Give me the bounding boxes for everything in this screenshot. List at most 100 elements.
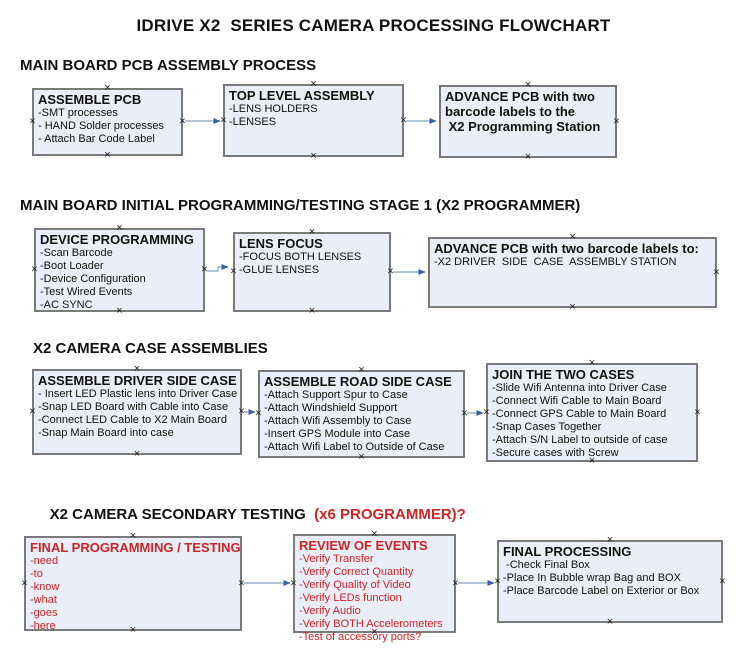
connection-point-icon bbox=[588, 457, 597, 466]
connection-point-icon bbox=[28, 118, 37, 127]
box-line: -LENS HOLDERS bbox=[229, 103, 318, 115]
box-line: -to bbox=[30, 568, 43, 580]
section-header-secondary-testing: X2 CAMERA SECONDARY TESTING (x6 PROGRAMM… bbox=[33, 489, 466, 540]
connection-point-icon bbox=[370, 530, 379, 539]
box-line: -Connect LED Cable to X2 Main Board bbox=[38, 414, 227, 426]
box-line: -Attach Windshield Support bbox=[264, 402, 398, 414]
box-top-level-assembly: TOP LEVEL ASSEMBLY -LENS HOLDERS -LENSES bbox=[223, 84, 404, 157]
section-header-case-assemblies: X2 CAMERA CASE ASSEMBLIES bbox=[33, 340, 268, 357]
box-line: - Attach Bar Code Label bbox=[38, 133, 155, 145]
box-line: -Snap Main Board into case bbox=[38, 427, 174, 439]
connection-point-icon bbox=[693, 408, 702, 417]
box-line: -SMT processes bbox=[38, 107, 118, 119]
connection-point-icon bbox=[386, 268, 395, 277]
box-final-programming-testing: FINAL PROGRAMMING / TESTING -need -to -k… bbox=[24, 536, 242, 632]
box-title: LENS FOCUS bbox=[239, 236, 323, 251]
box-line: -what bbox=[30, 594, 57, 606]
connection-point-icon bbox=[28, 408, 37, 417]
box-line: -Insert GPS Module into Case bbox=[264, 428, 411, 440]
arrow-device-to-lensfocus bbox=[207, 264, 229, 272]
box-advance-pcb-programming-station: ADVANCE PCB with two barcode labels to t… bbox=[439, 85, 617, 158]
connection-point-icon bbox=[129, 532, 138, 541]
box-line: -Attach S/N Label to outside of case bbox=[492, 434, 668, 446]
connection-point-icon bbox=[289, 579, 298, 588]
connection-point-icon bbox=[308, 228, 317, 237]
connection-point-icon bbox=[712, 268, 721, 277]
box-line: -X2 DRIVER SIDE CASE ASSEMBLY STATION bbox=[434, 256, 677, 268]
connection-point-icon bbox=[129, 626, 138, 635]
box-assemble-driver-side-case: ASSEMBLE DRIVER SIDE CASE - Insert LED P… bbox=[32, 369, 242, 455]
box-line: -Place Barcode Label on Exterior or Box bbox=[503, 585, 700, 597]
box-title: FINAL PROCESSING bbox=[503, 544, 632, 559]
connection-point-icon bbox=[237, 408, 246, 417]
box-line: -Check Final Box bbox=[503, 559, 590, 571]
connection-point-icon bbox=[606, 536, 615, 545]
connection-point-icon bbox=[718, 577, 727, 586]
box-line: -Verify Correct Quantity bbox=[299, 566, 414, 578]
box-line: -Secure cases with Screw bbox=[492, 447, 619, 459]
box-review-of-events: REVIEW OF EVENTS -Verify Transfer -Verif… bbox=[293, 534, 456, 643]
box-line: -Place In Bubble wrap Bag and BOX bbox=[503, 572, 681, 584]
box-title: ADVANCE PCB with two barcode labels to: bbox=[434, 241, 699, 256]
connection-point-icon bbox=[115, 224, 124, 233]
box-title: JOIN THE TWO CASES bbox=[492, 367, 635, 382]
box-line: -goes bbox=[30, 607, 58, 619]
connection-point-icon bbox=[20, 579, 29, 588]
connection-point-icon bbox=[482, 408, 491, 417]
page-title: IDRIVE X2 SERIES CAMERA PROCESSING FLOWC… bbox=[136, 16, 611, 35]
box-line: -FOCUS BOTH LENSES bbox=[239, 251, 362, 263]
connection-point-icon bbox=[309, 152, 318, 161]
box-line: -know bbox=[30, 581, 60, 593]
connection-point-icon bbox=[357, 453, 366, 462]
box-line: - Insert LED Plastic lens into Driver Ca… bbox=[38, 388, 238, 400]
box-line: -Verify Transfer bbox=[299, 553, 374, 565]
box-assemble-road-side-case: ASSEMBLE ROAD SIDE CASE -Attach Support … bbox=[258, 370, 465, 458]
box-final-processing: FINAL PROCESSING -Check Final Box -Place… bbox=[497, 540, 723, 623]
box-line: -LENSES bbox=[229, 116, 277, 128]
connection-point-icon bbox=[115, 307, 124, 316]
connection-point-icon bbox=[568, 233, 577, 242]
box-line: -Slide Wifi Antenna into Driver Case bbox=[492, 382, 667, 394]
connection-point-icon bbox=[460, 410, 469, 419]
box-line: -Attach Support Spur to Case bbox=[264, 389, 408, 401]
box-title: TOP LEVEL ASSEMBLY bbox=[229, 88, 375, 103]
connection-point-icon bbox=[606, 618, 615, 627]
section-header-initial-programming: MAIN BOARD INITIAL PROGRAMMING/TESTING S… bbox=[20, 197, 581, 214]
box-line: -here bbox=[30, 620, 56, 632]
box-title: ADVANCE PCB with two barcode labels to t… bbox=[445, 89, 601, 134]
box-join-the-two-cases: JOIN THE TWO CASES -Slide Wifi Antenna i… bbox=[486, 363, 698, 462]
connection-point-icon bbox=[219, 116, 228, 125]
box-title: FINAL PROGRAMMING / TESTING bbox=[30, 540, 241, 555]
box-assemble-pcb: ASSEMBLE PCB -SMT processes - HAND Solde… bbox=[32, 88, 183, 156]
connection-point-icon bbox=[308, 307, 317, 316]
connection-point-icon bbox=[229, 268, 238, 277]
box-line: -Snap LED Board with Cable into Case bbox=[38, 401, 229, 413]
box-title: ASSEMBLE DRIVER SIDE CASE bbox=[38, 373, 237, 388]
connection-point-icon bbox=[103, 151, 112, 160]
section-header-pcb-assembly: MAIN BOARD PCB ASSEMBLY PROCESS bbox=[20, 57, 317, 74]
box-line: -Attach Wifi Assembly to Case bbox=[264, 415, 412, 427]
connection-point-icon bbox=[612, 117, 621, 126]
box-lens-focus: LENS FOCUS -FOCUS BOTH LENSES -GLUE LENS… bbox=[233, 232, 391, 312]
box-title: ASSEMBLE PCB bbox=[38, 92, 142, 107]
box-line: -Connect GPS Cable to Main Board bbox=[492, 408, 667, 420]
box-line: -Scan Barcode bbox=[40, 247, 113, 259]
connection-point-icon bbox=[200, 266, 209, 275]
box-line: -Snap Cases Together bbox=[492, 421, 602, 433]
connection-point-icon bbox=[370, 628, 379, 637]
box-line: -Verify BOTH Accelerometers bbox=[299, 618, 443, 630]
box-line: -Device Configuration bbox=[40, 273, 146, 285]
connection-point-icon bbox=[357, 366, 366, 375]
box-line: -need bbox=[30, 555, 59, 567]
connection-point-icon bbox=[399, 116, 408, 125]
section-header-red-part: (x6 PROGRAMMER)? bbox=[309, 506, 466, 523]
box-title: REVIEW OF EVENTS bbox=[299, 538, 428, 553]
connection-point-icon bbox=[178, 118, 187, 127]
box-line: -Attach Wifi Label to Outside of Case bbox=[264, 441, 445, 453]
connection-point-icon bbox=[524, 81, 533, 90]
box-advance-pcb-driver-side: ADVANCE PCB with two barcode labels to: … bbox=[428, 237, 717, 308]
connection-point-icon bbox=[451, 579, 460, 588]
connection-point-icon bbox=[133, 450, 142, 459]
box-device-programming: DEVICE PROGRAMMING -Scan Barcode -Boot L… bbox=[34, 228, 205, 312]
